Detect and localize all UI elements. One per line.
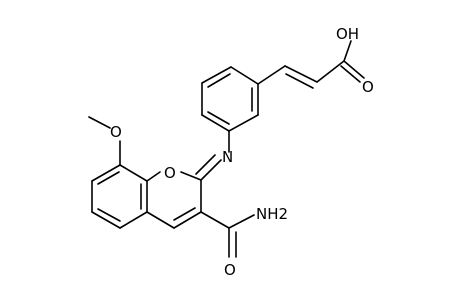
bond-c4-c4a [146, 211, 175, 229]
bond-benzene-4 [201, 114, 230, 132]
atom-labels: OH O O O N O NH2 [110, 25, 374, 279]
bond-acid-c-o-double-2 [340, 65, 361, 83]
bond-c3-amide-c [200, 211, 230, 229]
bond-amide-c-n [228, 214, 255, 229]
amide-carbonyl-o-label: O [224, 261, 236, 279]
bond-c8a-c8 [119, 164, 148, 182]
bond-c3-c4-inner [173, 207, 196, 221]
amide-nh2-label: NH2 [256, 205, 288, 223]
bond-imine [200, 159, 222, 181]
bond-benzo-inner-3 [97, 208, 121, 222]
bond-alkene-double-2 [285, 73, 314, 89]
bond-c8-c7 [91, 164, 121, 182]
bond-benzene-2 [201, 66, 232, 84]
bond-alkene-ch-acid [316, 60, 345, 83]
bond-imine-2 [195, 154, 216, 175]
bond-c5-c4a [119, 211, 148, 229]
bond-alkene-ring [257, 65, 286, 85]
bond-benzene-inner-2 [207, 111, 230, 125]
bonds [88, 40, 365, 258]
bond-benzene-1 [230, 66, 259, 85]
bond-o-methyl [88, 116, 111, 129]
bond-c3-c4 [173, 211, 202, 229]
bond-o1-c8a [146, 171, 161, 182]
imine-nitrogen-label: N [222, 148, 233, 166]
bond-alkene-double [284, 65, 318, 83]
hydroxyl-label: OH [336, 25, 359, 43]
methoxy-oxygen-label: O [110, 123, 122, 141]
ring-oxygen-label: O [164, 164, 176, 182]
bond-benzene-inner-1 [207, 73, 231, 88]
bond-benzene-5 [228, 114, 259, 132]
bond-c6-c5 [91, 211, 121, 229]
acid-carbonyl-o-label: O [362, 78, 374, 96]
bond-c2-o1 [180, 171, 202, 181]
bond-acid-c-oh [343, 40, 352, 62]
bond-acid-c-o-double [343, 60, 365, 79]
bond-benzo-inner-2 [97, 171, 120, 185]
